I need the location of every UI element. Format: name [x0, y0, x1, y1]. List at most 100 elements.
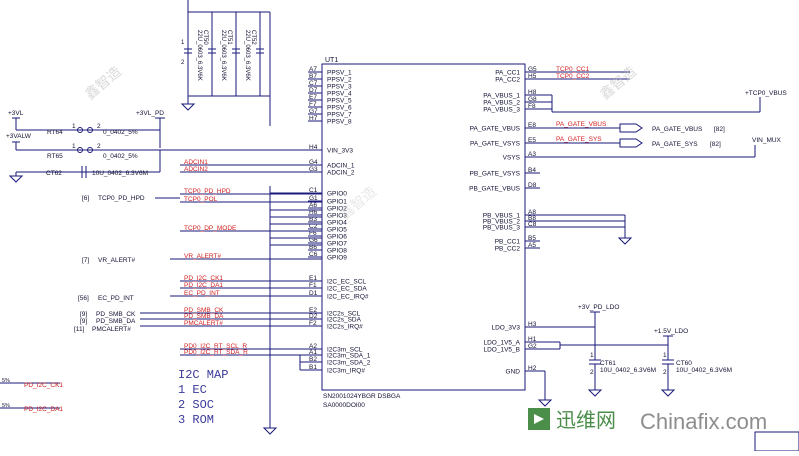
pin-name: I2C2s_IRQ# [327, 324, 363, 331]
ground-symbol-icon [180, 103, 196, 111]
cap-pin-1: 1 [181, 40, 185, 46]
chip-bom-code: SA0000DOI00 [323, 402, 365, 409]
offpage-vr-name: VR_ALERT# [98, 257, 135, 264]
pin-ball: D7 [309, 87, 318, 94]
right-offpage-labels: PA_GATE_VBUS [82] PA_GATE_SYS [82] +TCP0… [578, 90, 787, 376]
pin-ball: H7 [309, 115, 318, 122]
pin-ball: C8 [528, 221, 537, 228]
net-gpio1: TCP0_POL [184, 196, 218, 203]
offpage-smbck-name: PD_SMB_CK [96, 311, 136, 318]
chip-refdes: UT1 [325, 57, 338, 64]
i2c-map-note: I2C MAP 1 EC 2 SOC 3 ROM [178, 368, 228, 427]
pin-ball: B4 [528, 167, 536, 174]
offpage-smbck-ref: [9] [80, 311, 87, 318]
pin-name: I2C_EC_IRQ# [327, 294, 369, 301]
decoupling-caps [180, 0, 271, 126]
pin-ball: C1 [309, 187, 318, 194]
pin-name: GPIO5 [327, 227, 347, 234]
cap-ct50-value: 22U_0603_6.3V6K [196, 30, 202, 81]
brand-logo-arrow-icon [534, 414, 544, 424]
net-pa-gate-vbus: PA_GATE_VBUS [556, 121, 607, 128]
pin-name: PA_GATE_VBUS [470, 126, 521, 133]
net-ec-scl: PD_I2C_CK1 [184, 275, 223, 282]
pin-ball: H6 [309, 209, 318, 216]
power-input-labels: +3VL +3VL_PD +3VALW RT64 0_0402_5% RT65 … [6, 110, 164, 177]
pin-name: ADCIN_1 [327, 163, 355, 170]
net-rt-scl: PD0_I2C_RT_SCL_R [184, 343, 247, 350]
pin-ball: H3 [528, 321, 537, 328]
left-nets-wires [0, 164, 322, 435]
pin-ball: B7 [309, 73, 317, 80]
pin-name: I2C3m_SCL [327, 347, 363, 354]
net-tcp0-cc1: TCP0_CC1 [556, 66, 590, 73]
pin-ball: H5 [528, 73, 537, 80]
pin-name: I2C3m_IRQ# [327, 368, 365, 375]
cap-ct50-ref: CT50 [202, 30, 208, 45]
pin-ball: G7 [309, 108, 318, 115]
pin-name: PPSV_8 [327, 119, 352, 126]
offpage-ec-name: EC_PD_INT [98, 295, 134, 302]
ground-symbol-icon [537, 399, 553, 407]
ground-symbol-icon [617, 237, 633, 245]
cap-ct61-value: 10U_0402_6.3V6M [600, 367, 656, 374]
pin-name: ADCIN_2 [327, 170, 355, 177]
pin-ball: C2 [309, 223, 318, 230]
net-i2c-da: PD_I2C_DA1 [24, 406, 63, 413]
cap-ct62-value: 10U_0402_6.3V6M [92, 170, 148, 177]
pin-ball: F6 [309, 230, 317, 237]
pin-name: PB_CC1 [495, 239, 521, 246]
pin-ball: E8 [528, 122, 536, 129]
net-gpio5: TCP0_DP_MODE [184, 225, 237, 232]
pin-ball: G6 [309, 237, 318, 244]
pin-name: PB_GATE_VSYS [470, 171, 521, 178]
pin-name: PB_VBUS_2 [483, 219, 521, 226]
net-p3vl: +3VL [8, 110, 24, 117]
pin-ball: B5 [528, 235, 536, 242]
offpage-arrow-icon [619, 123, 643, 133]
pin-ball: H1 [528, 336, 537, 343]
ground-symbol-icon [587, 389, 603, 397]
pin-name: GPIO7 [327, 241, 347, 248]
pin-ball: H4 [309, 144, 318, 151]
net-p3valw: +3VALW [6, 133, 32, 140]
pin-name: LDO_3V3 [491, 325, 520, 332]
watermark-cn-2: 鑫智造 [597, 63, 639, 102]
watermark-brand: 迅维网 [556, 409, 616, 432]
pin-name: PA_CC2 [495, 77, 520, 84]
net-p3v-pd-ldo: +3V_PD_LDO [578, 304, 619, 311]
net-vin-mux: VIN_MUX [752, 137, 782, 144]
pin-ball: A7 [309, 66, 317, 73]
pin-ball: E2 [309, 307, 317, 314]
pin-ball: E7 [309, 94, 317, 101]
net-p1v5-ldo: +1.5V_LDO [654, 328, 688, 335]
pin-ball: G4 [309, 159, 318, 166]
pin-1: 1 [72, 123, 76, 130]
pin-name: PPSV_5 [327, 98, 352, 105]
pin-ball: E5 [528, 137, 536, 144]
cap-ct61-ref: CT61 [600, 360, 616, 367]
pin-name: PB_VBUS_1 [483, 213, 521, 220]
pin-ball: D8 [528, 182, 537, 189]
pin-name: PB_GATE_VBUS [469, 186, 520, 193]
resistor-rt64-body [87, 127, 93, 133]
offpage-hpd-name: TCP0_PD_HPD [98, 195, 145, 202]
